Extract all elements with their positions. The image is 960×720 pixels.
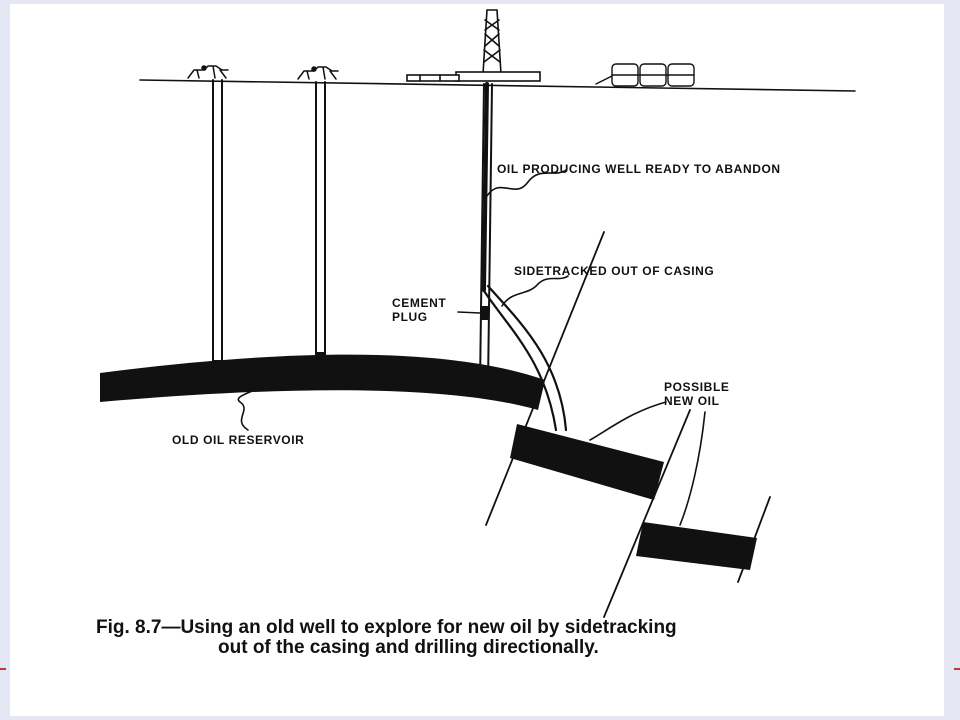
label-producing-well: OIL PRODUCING WELL READY TO ABANDON — [497, 162, 781, 176]
sidetrack-bore — [480, 284, 568, 432]
old-oil-reservoir — [100, 354, 545, 410]
label-cement: CEMENT — [392, 296, 447, 310]
label-sidetracked: SIDETRACKED OUT OF CASING — [514, 264, 715, 278]
pumpjack-middle — [297, 66, 339, 80]
figure-paper — [10, 4, 944, 716]
leader-cement-plug — [457, 311, 481, 314]
leader-possible-oil-2 — [679, 411, 706, 526]
edge-mark-right — [954, 668, 960, 670]
producing-well — [479, 82, 493, 386]
leader-possible-oil-1 — [589, 401, 667, 441]
storage-tanks — [595, 63, 695, 87]
caption-line-1: Fig. 8.7—Using an old well to explore fo… — [96, 617, 677, 638]
leader-producing-well — [486, 169, 567, 197]
drilling-derrick — [406, 9, 541, 82]
new-oil-reservoir-2 — [636, 522, 757, 570]
label-new-oil: NEW OIL — [664, 394, 720, 408]
old-well-left — [212, 79, 223, 389]
new-oil-reservoir-1 — [510, 424, 664, 500]
caption-line-2: out of the casing and drilling direction… — [218, 637, 599, 658]
cement-plug — [480, 306, 489, 320]
old-well-middle — [315, 81, 326, 381]
leader-lines — [237, 169, 706, 526]
label-old-reservoir: OLD OIL RESERVOIR — [172, 433, 305, 447]
edge-mark-left — [0, 668, 6, 670]
label-plug: PLUG — [392, 310, 428, 324]
leader-sidetracked — [501, 275, 569, 307]
label-possible: POSSIBLE — [664, 380, 730, 394]
ground-line — [139, 79, 856, 92]
figure-caption: Fig. 8.7—Using an old well to explore fo… — [96, 618, 876, 658]
pumpjack-left — [187, 65, 229, 79]
